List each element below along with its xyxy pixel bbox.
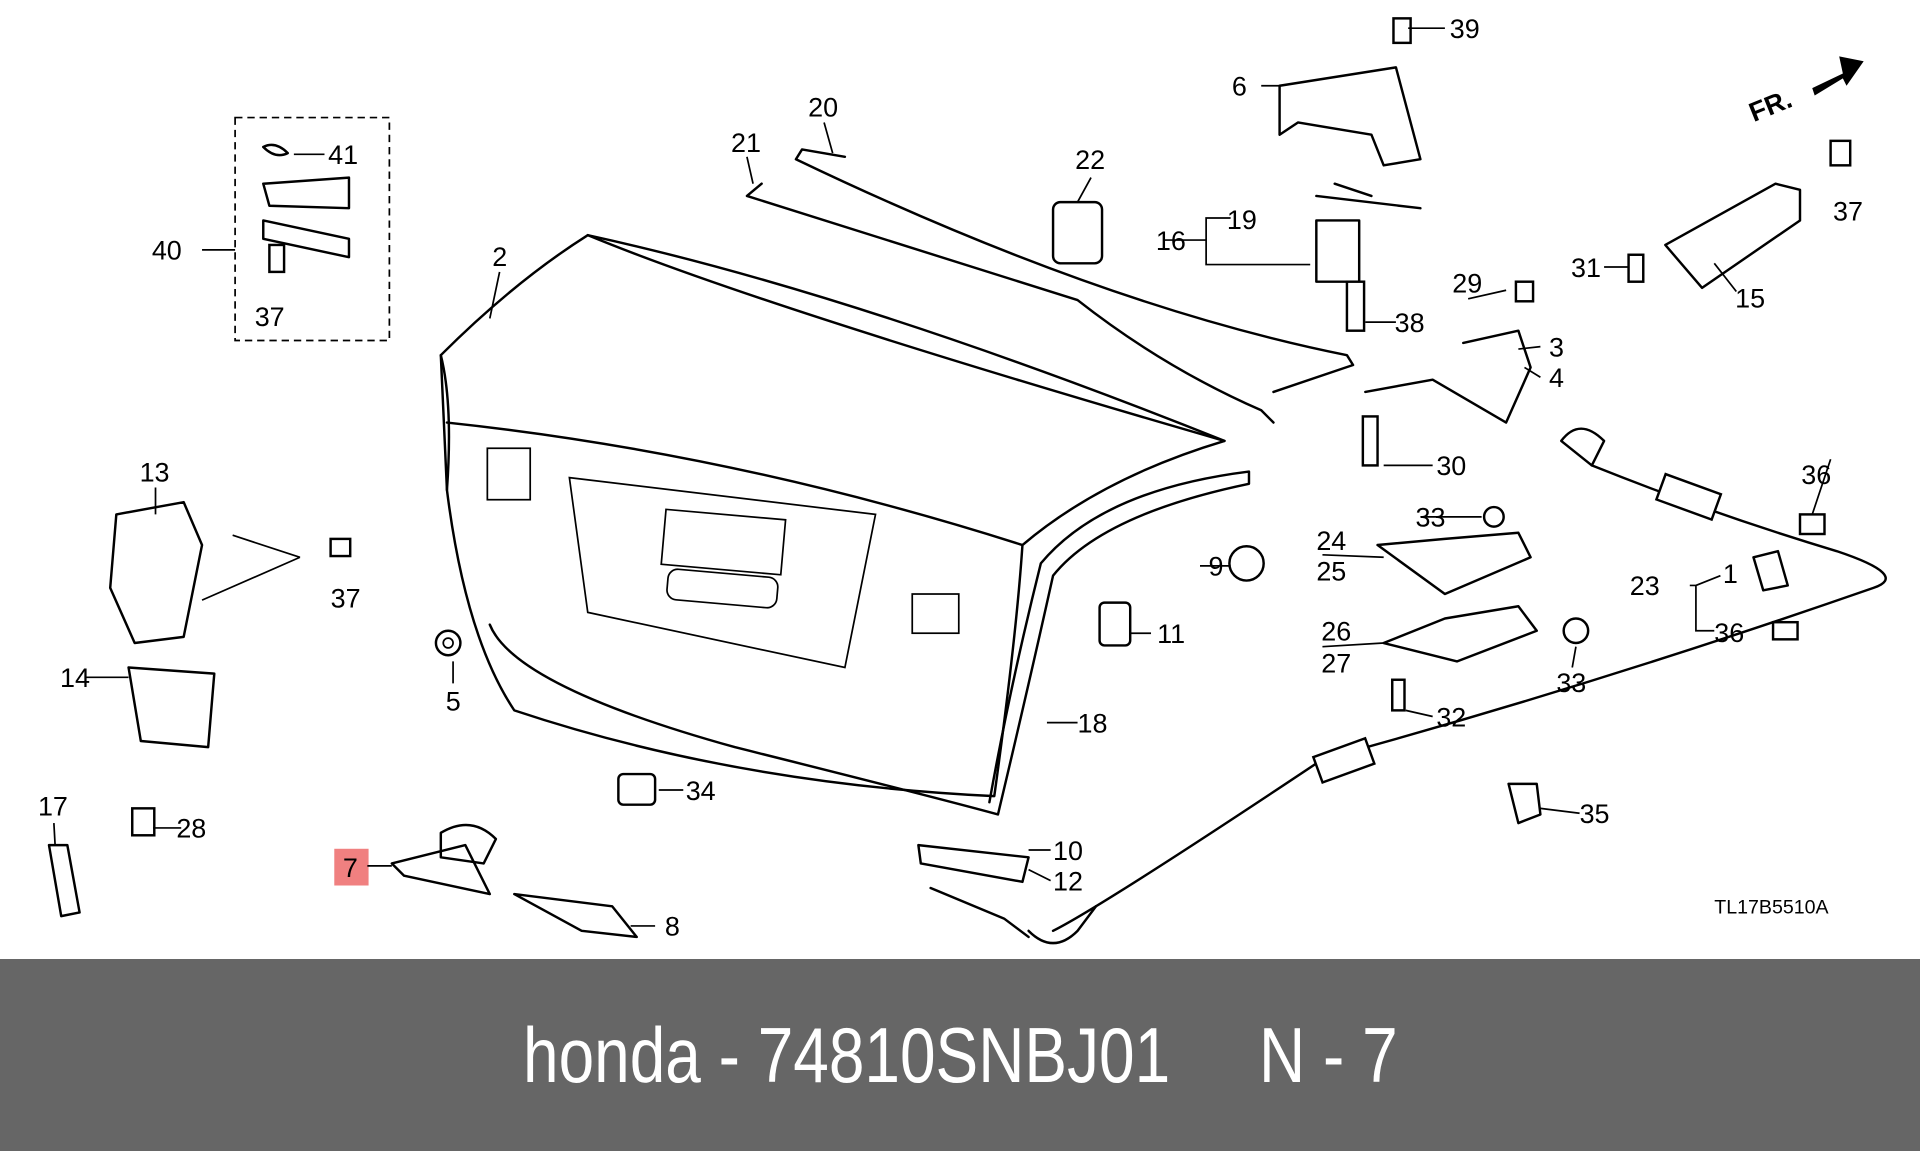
callout: 10 bbox=[1053, 836, 1083, 866]
callout: 9 bbox=[1209, 552, 1224, 582]
callout: 14 bbox=[60, 663, 90, 693]
parts-diagram: FR. 39 6 37 41 40 37 20 21 22 2 19 16 29… bbox=[38, 14, 1887, 945]
part-number-footer: honda - 74810SNBJ01 N - 7 bbox=[0, 959, 1920, 1151]
callout-highlighted[interactable]: 7 bbox=[343, 853, 358, 883]
drawing-code: TL17B5510A bbox=[1714, 897, 1829, 919]
front-direction-indicator: FR. bbox=[1745, 56, 1864, 128]
direction-label: FR. bbox=[1745, 84, 1796, 128]
callout: 3 bbox=[1549, 332, 1564, 362]
callout: 16 bbox=[1156, 226, 1186, 256]
callout: 17 bbox=[38, 792, 68, 822]
callout: 40 bbox=[152, 236, 182, 266]
callout: 25 bbox=[1316, 557, 1346, 587]
callout: 31 bbox=[1571, 253, 1601, 283]
callout: 26 bbox=[1321, 617, 1351, 647]
leader-lines bbox=[53, 27, 1832, 927]
callout: 33 bbox=[1556, 668, 1586, 698]
callout: 21 bbox=[731, 128, 761, 158]
weatherstrip-part-18 bbox=[488, 470, 1251, 816]
callout: 37 bbox=[331, 583, 361, 613]
trunk-lid-part-2 bbox=[439, 233, 1226, 798]
callout: 2 bbox=[492, 242, 507, 272]
callout: 28 bbox=[176, 814, 206, 844]
callout: 18 bbox=[1078, 708, 1108, 738]
torsion-bar-part-20 bbox=[794, 148, 1355, 394]
small-parts bbox=[47, 17, 1852, 939]
callout: 5 bbox=[446, 686, 461, 716]
callout: 35 bbox=[1580, 799, 1610, 829]
highlight-callout-7 bbox=[334, 848, 369, 886]
callout: 36 bbox=[1801, 460, 1831, 490]
release-cable-part-23 bbox=[1051, 464, 1887, 933]
callout: 32 bbox=[1436, 702, 1466, 732]
callout: 36 bbox=[1714, 618, 1744, 648]
callout: 33 bbox=[1416, 503, 1446, 533]
callout: 23 bbox=[1630, 571, 1660, 601]
callout: 29 bbox=[1452, 269, 1482, 299]
callout: 30 bbox=[1436, 451, 1466, 481]
callout: 6 bbox=[1232, 72, 1247, 102]
callout: 19 bbox=[1227, 205, 1257, 235]
callout: 37 bbox=[255, 302, 285, 332]
callout: 22 bbox=[1075, 145, 1105, 175]
callout: 13 bbox=[140, 457, 170, 487]
callout-labels: 39 6 37 41 40 37 20 21 22 2 19 16 29 31 … bbox=[38, 14, 1863, 942]
callout: 24 bbox=[1316, 526, 1346, 556]
callout: 27 bbox=[1321, 648, 1351, 678]
callout: 20 bbox=[808, 92, 838, 122]
reference-number: N - 7 bbox=[1258, 1010, 1398, 1099]
arrow-icon bbox=[1812, 56, 1864, 96]
callout: 15 bbox=[1735, 283, 1765, 313]
part-line: honda - 74810SNBJ01 bbox=[522, 1010, 1170, 1099]
callout: 11 bbox=[1157, 619, 1185, 649]
torsion-bar-part-21 bbox=[745, 182, 1275, 424]
callout: 41 bbox=[328, 140, 358, 170]
callout: 8 bbox=[665, 912, 680, 942]
callout: 34 bbox=[686, 776, 716, 806]
callout: 1 bbox=[1723, 559, 1738, 589]
callout: 12 bbox=[1053, 866, 1083, 896]
callout: 38 bbox=[1395, 308, 1425, 338]
callout: 39 bbox=[1450, 14, 1480, 44]
part-number-text: honda - 74810SNBJ01 N - 7 bbox=[523, 1010, 1398, 1101]
callout: 4 bbox=[1549, 363, 1564, 393]
kit-bracket-40 bbox=[234, 116, 391, 342]
callout: 37 bbox=[1833, 196, 1863, 226]
